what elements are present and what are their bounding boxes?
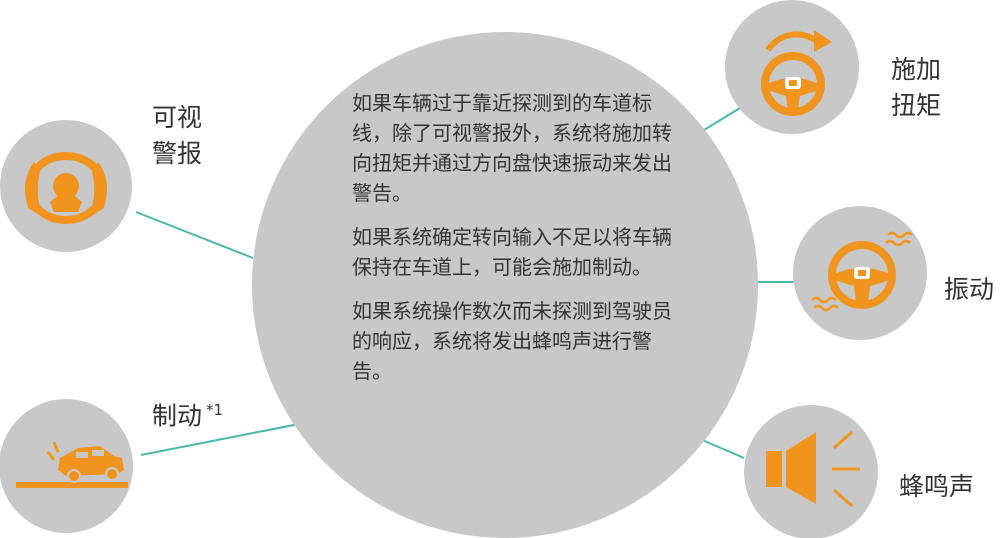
torque-label: 施加扭矩 [891, 55, 942, 120]
braking-label: 制动 [152, 401, 203, 431]
beeper-label: 蜂鸣声 [899, 472, 975, 501]
description-paragraph-2: 如果系统确定转向输入不足以将车辆保持在车道上，可能会施加制动。 [352, 225, 672, 279]
steering-wheel-torque-icon [761, 30, 832, 116]
car-braking-icon [16, 441, 128, 488]
connector-braking [140, 423, 300, 456]
braking-label-group: 制动*1 [152, 392, 223, 434]
vibration-label: 振动 [944, 275, 995, 304]
center-description: 如果车辆过于靠近探测到的车道标线，除了可视警报外，系统将施加转向扭矩并通过方向盘… [352, 88, 672, 400]
description-paragraph-1: 如果车辆过于靠近探测到的车道标线，除了可视警报外，系统将施加转向扭矩并通过方向盘… [352, 91, 672, 205]
center-circle [252, 32, 758, 538]
braking-footnote-marker: *1 [206, 401, 224, 419]
steering-wheel-warning-icon [25, 152, 107, 224]
torque-circle [725, 0, 859, 134]
visual-alert-label: 可视警报 [152, 103, 203, 168]
description-paragraph-3: 如果系统操作数次而未探测到驾驶员的响应，系统将发出蜂鸣声进行警告。 [352, 299, 672, 383]
steering-wheel-vibration-icon [811, 231, 913, 312]
speaker-icon [766, 430, 860, 508]
connector-visual-alert [135, 211, 254, 259]
connector-torque [703, 107, 741, 131]
